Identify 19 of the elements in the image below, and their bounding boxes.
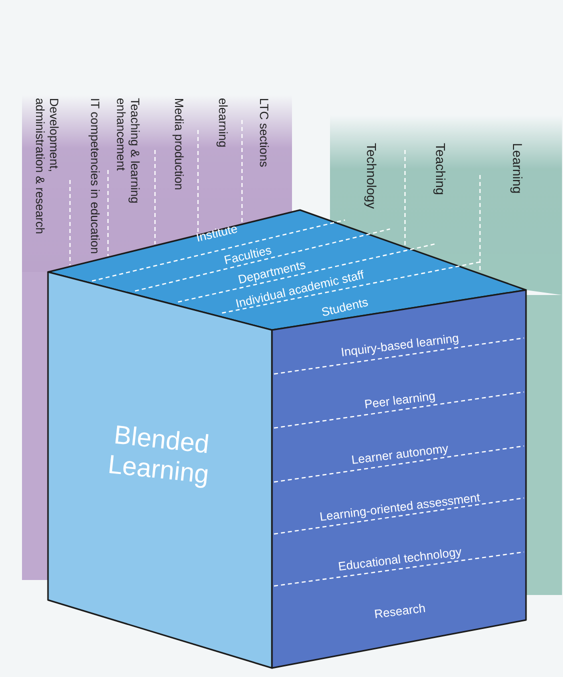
column-label: IT competencies in education (87, 98, 101, 254)
face-label: Peer learning (364, 390, 436, 412)
face-label: Research (374, 602, 426, 622)
face-label: Students (320, 296, 370, 320)
column-label: LTC sections (256, 98, 270, 168)
column-label: Technology (363, 143, 378, 209)
face-label: Learner autonomy (350, 442, 450, 468)
face-label: Inquiry-based learning (340, 332, 460, 360)
column-label: Media production (171, 98, 185, 190)
column-label: Learning (509, 143, 524, 194)
column-label: Teaching (432, 143, 447, 196)
face-label: Institute (194, 222, 240, 246)
column-label: Teaching & learning enhancement (113, 98, 141, 206)
face-label: Faculties (223, 244, 273, 268)
column-label: elearning (215, 98, 229, 148)
face-label: Educational technology (338, 546, 462, 574)
face-title: Blended Learning (106, 418, 212, 492)
column-label: Development, administration & research (32, 98, 60, 236)
face-label: Learning-oriented assessment (319, 491, 481, 525)
